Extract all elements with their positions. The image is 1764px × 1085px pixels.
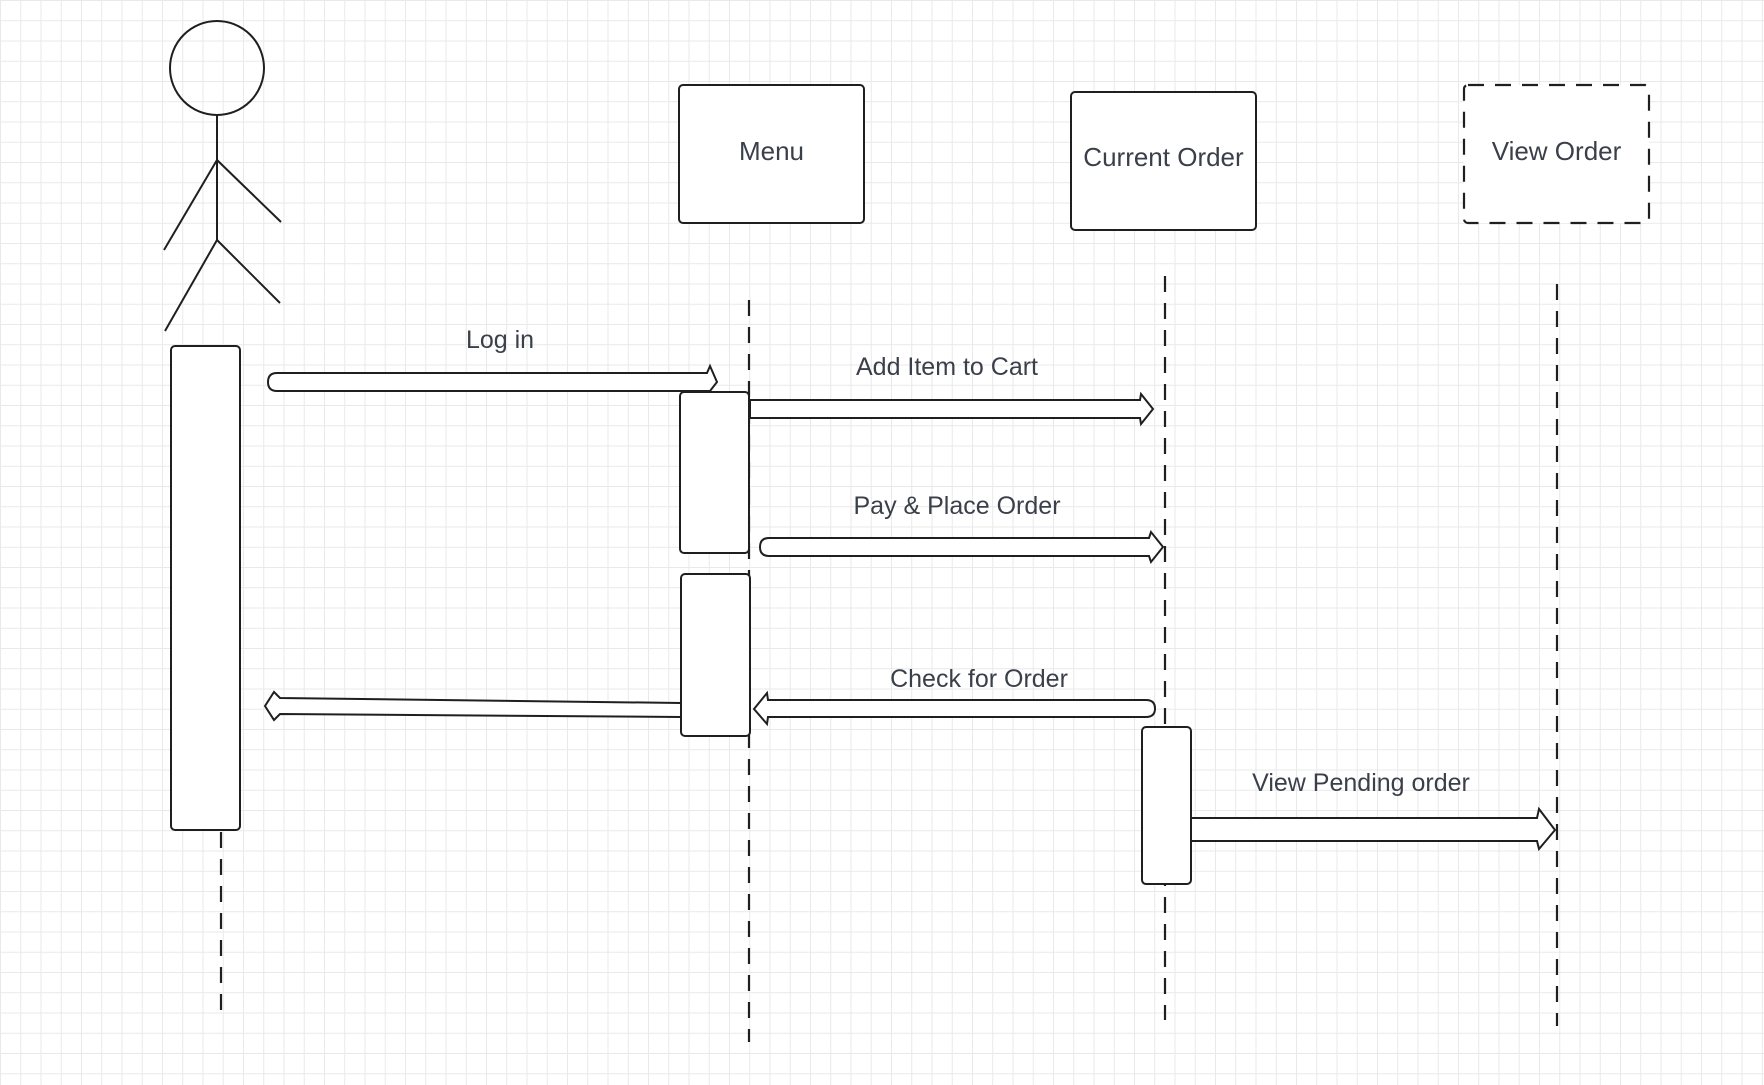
check-for-order-arrow[interactable] bbox=[752, 690, 1157, 727]
log-in-label: Log in bbox=[465, 325, 535, 354]
pay-place-order-arrow[interactable] bbox=[758, 529, 1165, 565]
actor-left-arm bbox=[163, 159, 218, 251]
view-pending-order-label: View Pending order bbox=[1252, 768, 1470, 797]
current-order-activation-bar[interactable] bbox=[1141, 726, 1192, 885]
return-to-actor-arrow[interactable] bbox=[263, 690, 682, 722]
view-order-label: View Order bbox=[1491, 135, 1622, 166]
actor-right-leg bbox=[216, 239, 281, 304]
add-item-to-cart-label: Add Item to Cart bbox=[855, 352, 1039, 381]
check-for-order-label: Check for Order bbox=[890, 664, 1068, 693]
add-item-to-cart-arrow[interactable] bbox=[749, 391, 1155, 427]
log-in-arrow[interactable] bbox=[266, 363, 719, 392]
view-order-box[interactable] bbox=[1462, 83, 1651, 225]
menu-box[interactable] bbox=[678, 84, 865, 224]
actor-stick-figure-icon[interactable] bbox=[163, 20, 282, 332]
view-pending-order-arrow[interactable] bbox=[1190, 806, 1557, 852]
actor-right-arm bbox=[216, 159, 282, 223]
menu-activation-bar-1[interactable] bbox=[679, 391, 750, 554]
menu-activation-bar-2[interactable] bbox=[680, 573, 751, 737]
current-order-box[interactable] bbox=[1070, 91, 1257, 231]
actor-activation-bar[interactable] bbox=[170, 345, 241, 831]
menu-label: Menu bbox=[738, 135, 805, 166]
actor-head bbox=[169, 20, 265, 116]
pay-place-order-label: Pay & Place Order bbox=[853, 491, 1061, 520]
actor-left-leg bbox=[164, 239, 218, 332]
current-order-label: Current Order bbox=[1083, 141, 1244, 172]
